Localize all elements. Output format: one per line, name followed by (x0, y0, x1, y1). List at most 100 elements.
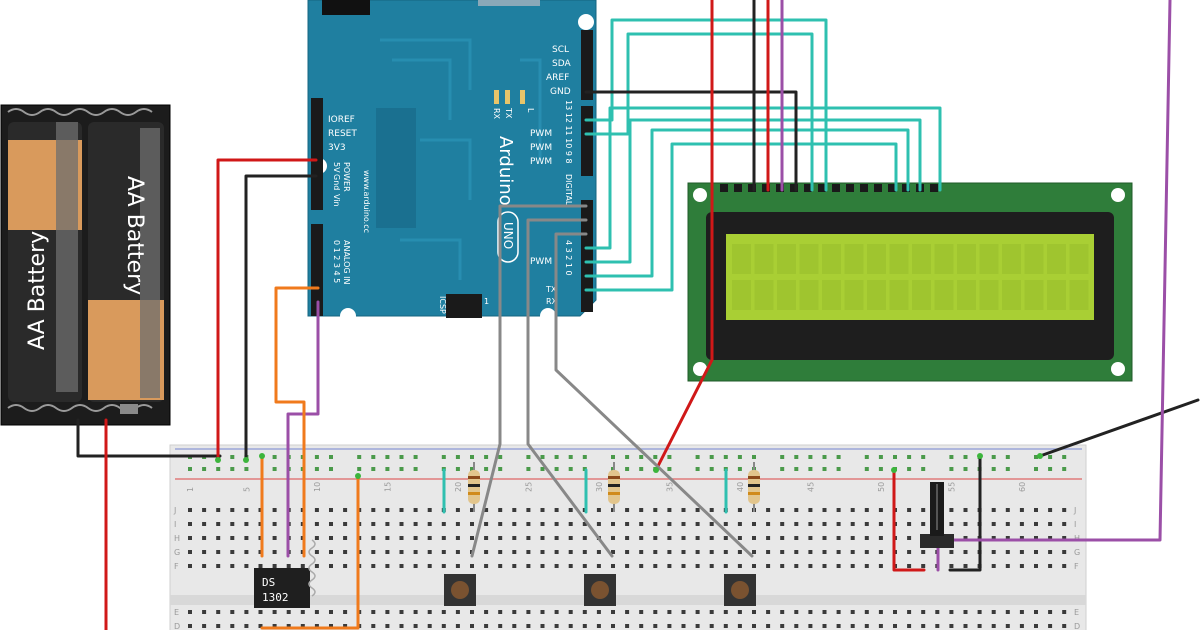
mount-hole-top (578, 14, 594, 30)
terminal-hole (427, 624, 432, 628)
lcd-pin (860, 184, 868, 192)
terminal-hole (921, 550, 926, 554)
terminal-hole (413, 550, 418, 554)
terminal-hole (329, 536, 333, 540)
terminal-hole (554, 564, 559, 568)
terminal-hole (230, 610, 235, 614)
led-rx (494, 90, 499, 104)
rail-hole (907, 455, 912, 459)
terminal-hole (1048, 564, 1053, 568)
lcd-cell (957, 244, 976, 274)
rail-hole (385, 455, 390, 459)
terminal-hole (1034, 564, 1038, 568)
terminal-hole (484, 610, 489, 614)
terminal-hole (314, 508, 319, 512)
rail-hole (893, 455, 897, 459)
terminal-hole (639, 564, 644, 568)
terminal-hole (709, 508, 714, 512)
rail-hole (230, 467, 235, 471)
rail-hole (484, 467, 489, 471)
terminal-hole (695, 536, 700, 540)
terminal-hole (230, 508, 235, 512)
terminal-hole (780, 610, 785, 614)
terminal-hole (385, 550, 390, 554)
wire-black-right (1038, 398, 1200, 458)
terminal-hole (1034, 550, 1038, 554)
rail-hole (498, 467, 503, 471)
digital-header-high (581, 30, 593, 100)
terminal-hole (864, 536, 869, 540)
terminal-hole (991, 624, 996, 628)
terminal-hole (399, 522, 404, 526)
rail-hole (780, 467, 785, 471)
terminal-hole (484, 522, 489, 526)
mount-hole-bottom-left (340, 308, 356, 324)
terminal-hole (427, 550, 432, 554)
battery-label-2: AA Battery (122, 176, 147, 295)
rail-hole (808, 467, 813, 471)
rail-hole (314, 455, 319, 459)
usb-connector (322, 0, 370, 15)
rail-hole (695, 467, 700, 471)
terminal-hole (498, 536, 503, 540)
lcd-hole-tr (1111, 188, 1125, 202)
lcd-cell (732, 280, 751, 310)
terminal-hole (455, 522, 460, 526)
terminal-hole (385, 536, 390, 540)
wire-black-gnd (244, 174, 318, 462)
terminal-hole (413, 624, 418, 628)
rail-hole (413, 467, 418, 471)
terminal-hole (893, 610, 897, 614)
terminal-hole (455, 610, 460, 614)
rail-hole (357, 467, 362, 471)
terminal-hole (935, 624, 940, 628)
terminal-hole (568, 624, 573, 628)
rail-hole (1005, 467, 1010, 471)
column-number: 55 (947, 482, 956, 492)
rail-hole (963, 467, 968, 471)
terminal-hole (244, 550, 249, 554)
rail-hole (963, 455, 968, 459)
arduino-brand: Arduino (495, 136, 516, 206)
terminal-hole (441, 550, 446, 554)
terminal-hole (540, 564, 545, 568)
terminal-hole (596, 522, 601, 526)
terminal-hole (1019, 508, 1024, 512)
terminal-hole (963, 522, 968, 526)
lcd-cell (822, 280, 841, 310)
lcd-header-pins (720, 184, 938, 192)
terminal-hole (258, 624, 263, 628)
terminal-hole (540, 536, 545, 540)
terminal-hole (963, 624, 968, 628)
terminal-hole (921, 564, 926, 568)
wire-teal-d12 (584, 18, 828, 192)
terminal-hole (568, 522, 573, 526)
terminal-hole (188, 536, 192, 540)
rail-hole (667, 455, 672, 459)
terminal-hole (314, 522, 319, 526)
terminal-hole (667, 624, 672, 628)
terminal-hole (639, 508, 644, 512)
terminal-hole (343, 624, 348, 628)
rail-hole (582, 467, 587, 471)
rail-hole (554, 455, 559, 459)
lcd-cell (822, 244, 841, 274)
terminal-hole (582, 522, 587, 526)
pin-label-aref: AREF (546, 73, 569, 83)
column-number: 30 (595, 482, 604, 492)
terminal-hole (625, 508, 630, 512)
terminal-hole (949, 624, 954, 628)
microcontroller-area (376, 108, 416, 228)
terminal-hole (695, 550, 700, 554)
ds1302-chip: DS 1302 (254, 539, 316, 608)
lcd-cell (777, 244, 796, 274)
pwm-label-1: PWM (530, 129, 552, 139)
terminal-hole (977, 610, 982, 614)
terminal-hole (554, 550, 559, 554)
pin-label-reset: RESET (328, 129, 357, 139)
terminal-hole (568, 564, 573, 568)
chip-label-2: 1302 (262, 591, 289, 604)
battery-cell-1-shine (56, 122, 78, 392)
row-letter: D (174, 622, 180, 630)
terminal-hole (1034, 522, 1038, 526)
